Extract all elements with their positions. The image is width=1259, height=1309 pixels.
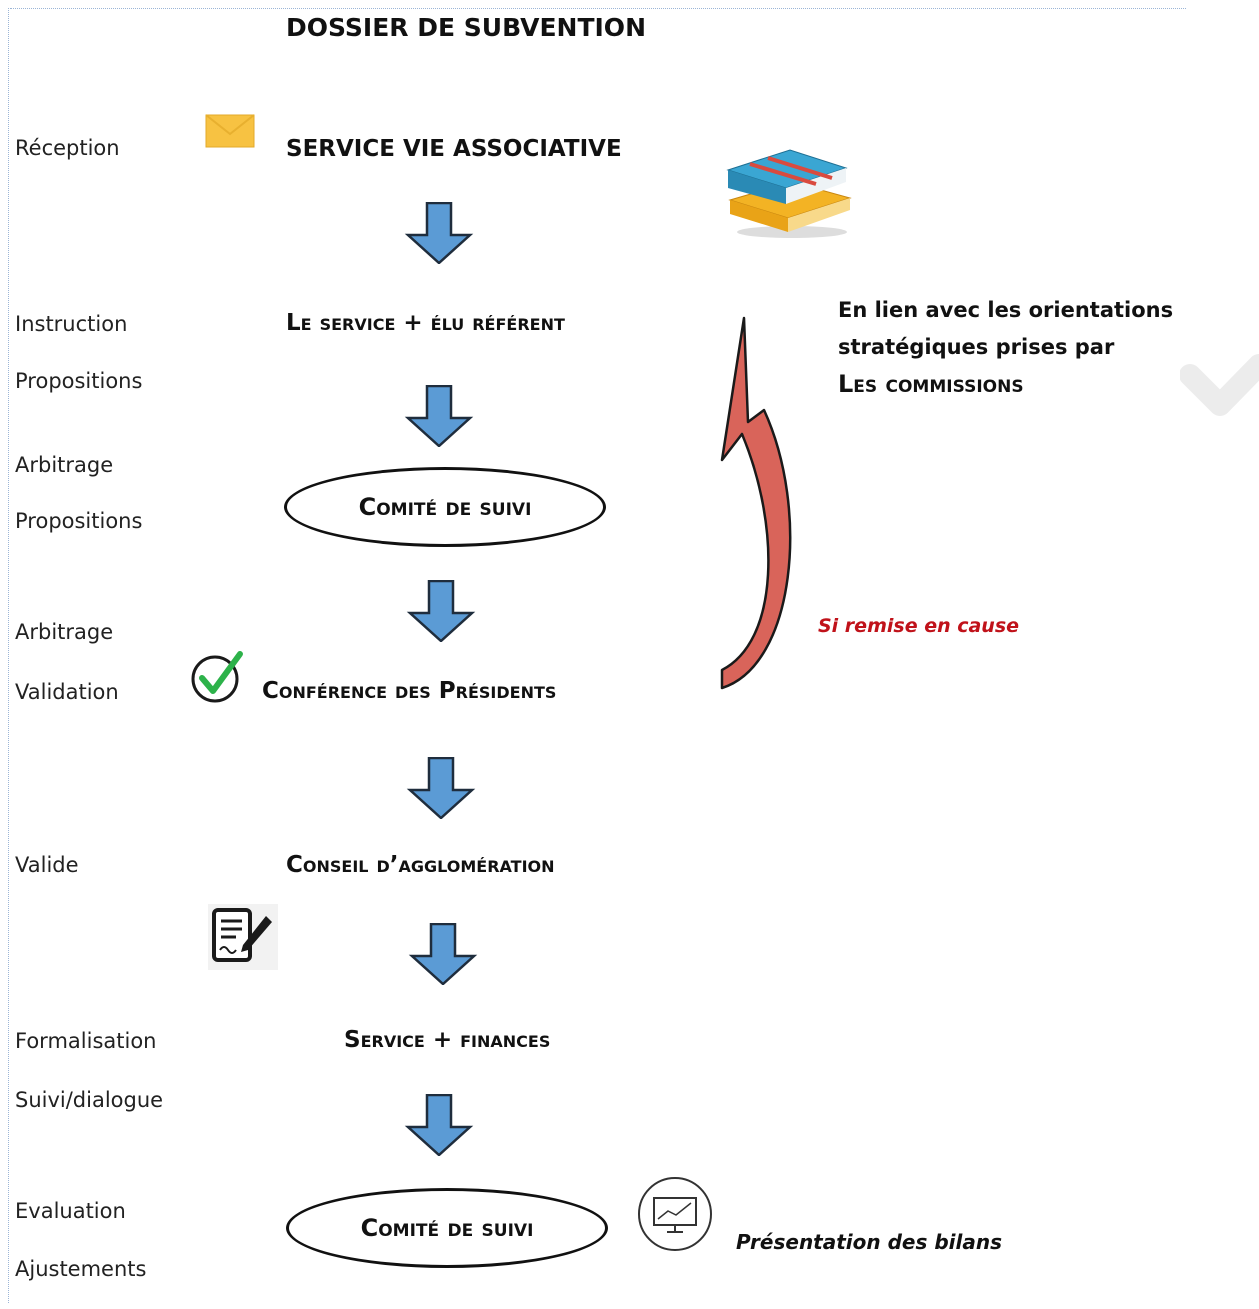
label-instruction: Instruction xyxy=(15,312,128,336)
chevron-decoration xyxy=(1180,354,1259,416)
label-ajustements: Ajustements xyxy=(15,1257,147,1281)
side-note-line-1: En lien avec les orientations xyxy=(838,298,1174,322)
document-sign-icon xyxy=(208,904,278,970)
label-arbitrage-1: Arbitrage xyxy=(15,453,114,477)
label-arbitrage-2: Arbitrage xyxy=(15,620,114,644)
down-arrow-2 xyxy=(404,385,474,447)
label-suivi-dialogue: Suivi/dialogue xyxy=(15,1088,164,1112)
stage-comite-de-suivi-1: Comité de suivi xyxy=(284,467,606,547)
label-validation: Validation xyxy=(15,680,119,704)
stage-service-vie-associative: SERVICE VIE ASSOCIATIVE xyxy=(286,136,622,162)
books-icon xyxy=(726,149,852,238)
label-propositions-2: Propositions xyxy=(15,509,143,533)
label-propositions-1: Propositions xyxy=(15,369,143,393)
feedback-label: Si remise en cause xyxy=(818,615,1020,637)
side-note: En lien avec les orientations stratégiqu… xyxy=(838,292,1173,403)
down-arrow-3 xyxy=(406,580,476,642)
stage-conseil-agglomeration: Conseil d’agglomération xyxy=(286,852,555,878)
checkmark-icon xyxy=(191,651,243,703)
diagram-title: DOSSIER DE SUBVENTION xyxy=(286,13,646,42)
stage-service-elu-referent: Le service + élu référent xyxy=(286,310,565,336)
stage-comite-de-suivi-1-label: Comité de suivi xyxy=(358,493,532,521)
presentation-icon xyxy=(638,1177,712,1251)
label-evaluation: Evaluation xyxy=(15,1199,126,1223)
label-formalisation: Formalisation xyxy=(15,1029,157,1053)
label-valide: Valide xyxy=(15,853,79,877)
page-border-top xyxy=(10,8,1186,9)
side-note-line-3: Les commissions xyxy=(838,370,1024,398)
side-note-line-2: stratégiques prises par xyxy=(838,335,1115,359)
envelope-icon xyxy=(205,114,255,148)
stage-service-finances: Service + finances xyxy=(344,1027,551,1053)
down-arrow-4 xyxy=(406,757,476,819)
stage-conference-des-presidents: Conférence des Présidents xyxy=(262,678,557,704)
stage-comite-de-suivi-2-label: Comité de suivi xyxy=(360,1214,534,1242)
curved-feedback-arrow xyxy=(720,316,792,690)
down-arrow-5 xyxy=(408,923,478,985)
bilans-label: Présentation des bilans xyxy=(736,1230,1003,1254)
label-reception: Réception xyxy=(15,136,120,160)
down-arrow-1 xyxy=(404,202,474,264)
stage-comite-de-suivi-2: Comité de suivi xyxy=(286,1188,608,1268)
page-border-left xyxy=(8,8,9,1303)
down-arrow-6 xyxy=(404,1094,474,1156)
